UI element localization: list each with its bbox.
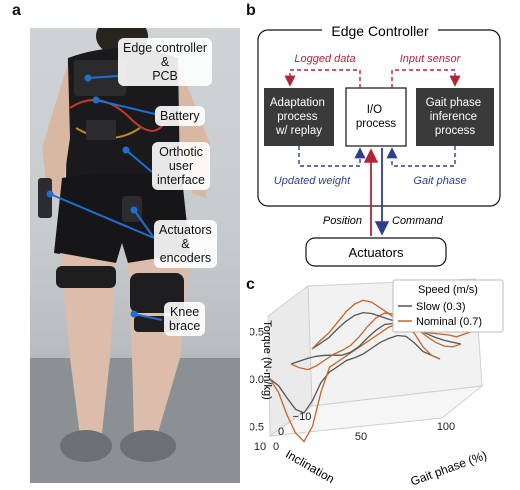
adaptation-line-2: process xyxy=(277,111,318,123)
x-tick-2: 100 xyxy=(437,421,455,433)
pointer-orthotic xyxy=(126,150,152,172)
callout-edge-controller: Edge controller & PCB xyxy=(118,38,212,86)
gait-line-3: process xyxy=(435,125,476,137)
position-label: Position xyxy=(323,215,362,227)
callout-orthotic-interface: Orthotic user interface xyxy=(152,142,210,190)
adaptation-line-1: Adaptation xyxy=(270,97,325,109)
command-label: Command xyxy=(392,215,444,227)
edge-controller-title: Edge Controller xyxy=(331,23,429,39)
legend-entry-nominal: Nominal (0.7) xyxy=(416,316,482,328)
x-tick-1: 50 xyxy=(355,431,367,443)
pointer-battery xyxy=(96,100,155,114)
pointer-edge-controller xyxy=(88,76,118,78)
edge-controller-diagram: Edge Controller Adaptation process w/ re… xyxy=(250,18,512,272)
exoskeleton-photo: Edge controller & PCB Battery Orthotic u… xyxy=(30,28,240,483)
svg-text:Adaptation process w/: Adaptation process w/ replay xyxy=(270,97,328,137)
callout-knee-brace: Knee brace xyxy=(164,302,205,336)
gait-line-1: Gait phase xyxy=(426,97,482,109)
x-axis-label: Gait phase (%) xyxy=(409,448,489,486)
legend-entry-slow: Slow (0.3) xyxy=(416,301,466,313)
z-tick-1: 0 xyxy=(278,426,284,438)
legend-title: Speed (m/s) xyxy=(418,284,478,296)
gait-phase-label: Gait phase xyxy=(413,175,466,187)
input-sensor-label: Input sensor xyxy=(400,53,462,65)
chart-legend: Speed (m/s) Slow (0.3) Nominal (0.7) xyxy=(393,280,503,332)
z-tick-0: −10 xyxy=(293,411,312,423)
pointer-knee-brace xyxy=(134,314,162,320)
y-tick-2: −0.5 xyxy=(250,422,264,434)
io-process-block xyxy=(346,88,406,146)
io-line-2: process xyxy=(356,118,397,130)
logged-data-arrow xyxy=(290,70,360,88)
z-tick-2: 10 xyxy=(254,441,266,453)
actuators-block-label: Actuators xyxy=(349,245,404,260)
x-tick-0: 0 xyxy=(273,441,279,453)
gait-line-2: inference xyxy=(430,111,477,123)
input-sensor-arrow xyxy=(392,70,455,88)
y-axis-label: Torque (N-m/kg) xyxy=(261,320,273,399)
adaptation-line-3: w/ replay xyxy=(275,125,322,137)
gait-phase-arrow xyxy=(392,146,455,166)
logged-data-label: Logged data xyxy=(294,53,355,65)
io-line-1: I/O xyxy=(367,104,382,116)
callout-actuators-encoders: Actuators & encoders xyxy=(154,220,217,268)
panel-a-letter: a xyxy=(12,2,21,20)
callout-battery: Battery xyxy=(155,106,205,126)
updated-weight-label: Updated weight xyxy=(274,175,351,187)
z-axis-label: Inclination xyxy=(283,447,337,486)
updated-weight-arrow xyxy=(299,146,360,166)
